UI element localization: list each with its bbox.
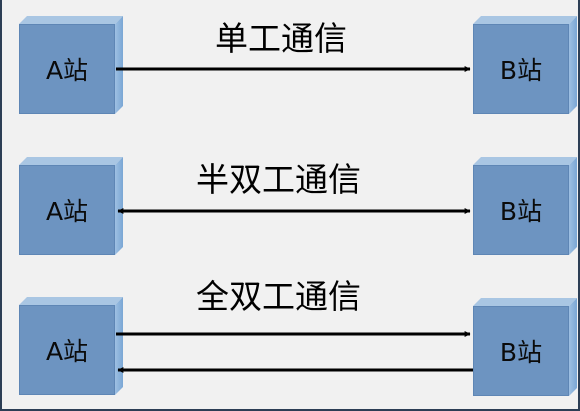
station-b-full-duplex: B站 <box>473 298 577 396</box>
title-half-duplex: 半双工通信 <box>196 160 361 199</box>
station-b-label: B站 <box>499 338 543 367</box>
title-simplex: 单工通信 <box>215 19 347 58</box>
station-a-half-duplex: A站 <box>19 157 123 255</box>
station-b-half-duplex: B站 <box>473 157 577 255</box>
station-b-label: B站 <box>499 197 543 226</box>
station-a-full-duplex: A站 <box>19 297 123 395</box>
station-a-label: A站 <box>45 337 89 366</box>
station-a-label: A站 <box>45 56 89 85</box>
title-full-duplex: 全双工通信 <box>196 277 361 316</box>
station-b-simplex: B站 <box>473 16 577 114</box>
station-a-label: A站 <box>45 197 89 226</box>
station-a-simplex: A站 <box>19 16 123 114</box>
station-b-label: B站 <box>499 56 543 85</box>
